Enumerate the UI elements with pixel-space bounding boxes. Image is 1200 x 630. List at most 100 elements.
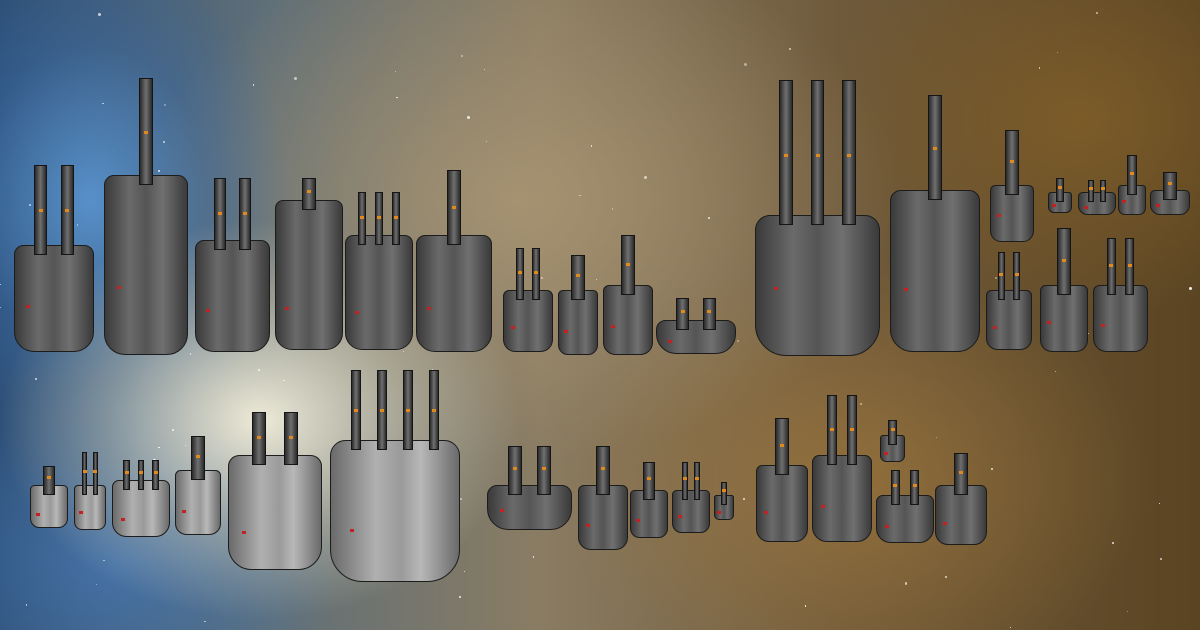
engine-light	[890, 428, 895, 432]
turret-barrel	[779, 80, 794, 225]
turret-barrel	[137, 460, 145, 490]
star	[936, 436, 938, 438]
star	[463, 570, 465, 573]
spaceship-sprite	[755, 80, 880, 356]
turret-barrel	[890, 470, 901, 505]
engine-light	[1014, 272, 1019, 276]
ship-hull	[175, 470, 221, 535]
star	[1009, 626, 1011, 628]
star	[0, 283, 2, 286]
ship-hull	[935, 485, 987, 545]
star	[294, 76, 298, 80]
engine-light	[377, 215, 381, 219]
engine-light	[707, 310, 712, 314]
engine-light	[959, 470, 963, 474]
star	[158, 446, 160, 449]
warning-light	[610, 325, 615, 328]
engine-light	[1088, 186, 1093, 190]
spaceship-sprite	[330, 370, 460, 582]
ship-hull	[812, 455, 872, 542]
ship-hull	[14, 245, 94, 352]
engine-light	[1168, 181, 1172, 185]
engine-light	[218, 212, 222, 216]
warning-light	[884, 524, 889, 528]
engine-light	[850, 428, 854, 431]
engine-light	[82, 470, 87, 474]
spaceship-sprite	[656, 298, 736, 354]
spaceship-sprite	[990, 130, 1034, 242]
ship-hull	[104, 175, 188, 355]
engine-light	[360, 215, 364, 219]
star	[944, 576, 947, 579]
spaceship-sprite	[935, 453, 987, 545]
engine-light	[257, 435, 262, 439]
ship-hull	[1093, 285, 1148, 352]
star	[532, 555, 535, 558]
star	[103, 559, 105, 562]
turret-barrel	[702, 298, 716, 330]
star	[540, 276, 543, 279]
turret-barrel	[82, 452, 88, 495]
star	[396, 96, 399, 99]
star	[804, 605, 807, 607]
ship-hull	[275, 200, 343, 350]
turret-barrel	[694, 462, 701, 500]
ship-hull	[558, 290, 598, 355]
warning-light	[821, 505, 825, 509]
engine-light	[1101, 186, 1106, 190]
spaceship-sprite	[986, 252, 1032, 350]
spaceship-sprite	[228, 412, 322, 570]
spaceship-sprite	[1048, 178, 1072, 213]
engine-light	[784, 154, 789, 158]
spaceship-sprite	[416, 170, 492, 352]
star	[204, 620, 206, 623]
turret-barrel	[302, 178, 316, 210]
engine-light	[513, 467, 518, 471]
engine-light	[1058, 185, 1062, 189]
engine-light	[1127, 263, 1132, 267]
turret-barrel	[536, 446, 551, 495]
turret-barrel	[676, 298, 690, 330]
star	[461, 54, 463, 57]
warning-light	[1051, 204, 1056, 208]
engine-light	[830, 428, 834, 431]
turret-barrel	[508, 446, 523, 495]
engine-light	[846, 154, 851, 158]
engine-light	[38, 209, 43, 212]
ship-hull	[330, 440, 460, 582]
warning-light	[564, 330, 568, 333]
spaceship-sprite	[1118, 155, 1146, 215]
ship-hull	[1078, 192, 1116, 215]
star	[995, 277, 998, 280]
star	[1057, 52, 1059, 54]
engine-light	[1010, 160, 1014, 164]
warning-light	[285, 307, 290, 310]
spaceship-sprite	[890, 95, 980, 352]
engine-light	[47, 476, 51, 480]
engine-light	[999, 272, 1004, 276]
star	[1188, 287, 1192, 291]
star	[394, 70, 397, 73]
star	[95, 583, 97, 585]
warning-light	[26, 305, 30, 309]
star	[1054, 371, 1056, 373]
spaceship-sprite	[30, 466, 68, 528]
star	[1126, 611, 1128, 613]
ship-hull	[890, 190, 980, 352]
turret-barrel	[810, 80, 825, 225]
ship-hull	[416, 235, 492, 352]
turret-barrel	[152, 460, 159, 490]
engine-light	[682, 477, 687, 481]
turret-barrel	[909, 470, 920, 505]
turret-barrel	[888, 420, 897, 445]
star	[611, 208, 614, 210]
warning-light	[35, 512, 40, 516]
warning-light	[349, 529, 354, 532]
warning-light	[116, 285, 121, 289]
ship-hull	[487, 485, 572, 530]
ship-hull	[672, 490, 710, 533]
turret-barrel	[1127, 155, 1137, 195]
turret-barrel	[841, 80, 856, 225]
spaceship-sprite	[195, 178, 270, 352]
